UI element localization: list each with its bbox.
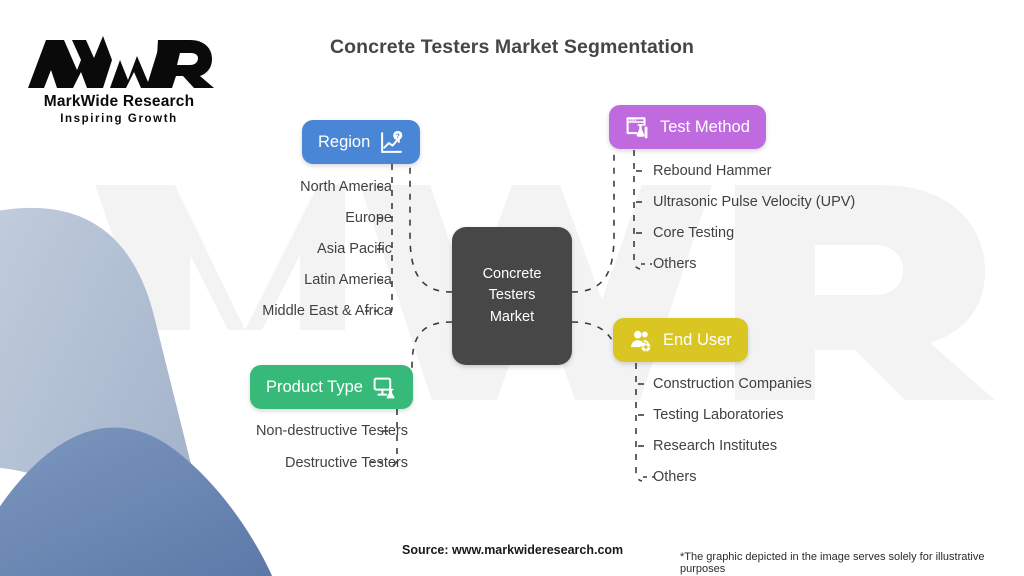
brand-logo: MarkWide Research Inspiring Growth bbox=[24, 30, 214, 125]
list-item: Destructive Testers bbox=[284, 454, 408, 471]
brand-name: MarkWide Research bbox=[43, 93, 195, 110]
mwr-logo-mark bbox=[28, 36, 214, 88]
connector-testmethod-spine bbox=[633, 150, 641, 270]
list-item: Testing Laboratories bbox=[653, 407, 784, 423]
page-title: Concrete Testers Market Segmentation bbox=[329, 36, 695, 58]
list-item: Europe bbox=[345, 210, 392, 226]
list-item: Asia Pacific bbox=[317, 241, 392, 257]
lab-window-icon bbox=[625, 114, 651, 140]
connector-center-enduser bbox=[571, 321, 613, 341]
users-gear-icon bbox=[629, 328, 654, 353]
connector-center-testmethod bbox=[571, 150, 615, 293]
center-node-label: Concrete Testers Market bbox=[482, 266, 542, 325]
center-node[interactable]: Concrete Testers Market bbox=[452, 227, 572, 365]
category-label-end-user: End User bbox=[663, 330, 732, 349]
list-item: Core Testing bbox=[653, 225, 735, 241]
category-badge-product-type[interactable]: Product Type bbox=[250, 365, 413, 409]
item-list-test-method: Rebound Hammer Ultrasonic Pulse Velocity… bbox=[653, 164, 855, 288]
connector-center-region bbox=[409, 164, 453, 293]
list-item: Middle East & Africa bbox=[262, 303, 392, 319]
list-item: Research Institutes bbox=[653, 438, 778, 454]
category-label-test-method: Test Method bbox=[660, 117, 750, 136]
footer-disclaimer: *The graphic depicted in the image serve… bbox=[680, 551, 985, 575]
connector-enduser-spine bbox=[635, 363, 643, 482]
item-list-product-type: Non-destructive Testers Destructive Test… bbox=[256, 424, 408, 487]
list-item: Others bbox=[653, 469, 697, 485]
brand-tagline: Inspiring Growth bbox=[60, 113, 178, 125]
category-label-product-type: Product Type bbox=[266, 377, 363, 396]
list-item: North America bbox=[300, 179, 392, 195]
category-badge-end-user[interactable]: End User bbox=[613, 318, 748, 362]
footer-source: Source: www.markwideresearch.com bbox=[402, 543, 624, 557]
svg-text:?: ? bbox=[396, 132, 400, 139]
list-item: Latin America bbox=[304, 272, 392, 288]
list-item: Non-destructive Testers bbox=[255, 423, 408, 439]
list-item: Rebound Hammer bbox=[653, 163, 772, 179]
list-item: Construction Companies bbox=[653, 376, 812, 392]
category-badge-test-method[interactable]: Test Method bbox=[609, 105, 766, 149]
item-list-end-user: Construction Companies Testing Laborator… bbox=[653, 377, 812, 501]
item-list-region: North America Europe Asia Pacific Latin … bbox=[262, 180, 392, 335]
list-item: Ultrasonic Pulse Velocity (UPV) bbox=[653, 194, 856, 210]
chart-question-icon: ? bbox=[379, 130, 404, 155]
monitor-flask-icon bbox=[372, 375, 397, 400]
category-badge-region[interactable]: Region ? bbox=[302, 120, 421, 164]
list-item: Others bbox=[653, 256, 697, 272]
category-label-region: Region bbox=[318, 132, 371, 151]
